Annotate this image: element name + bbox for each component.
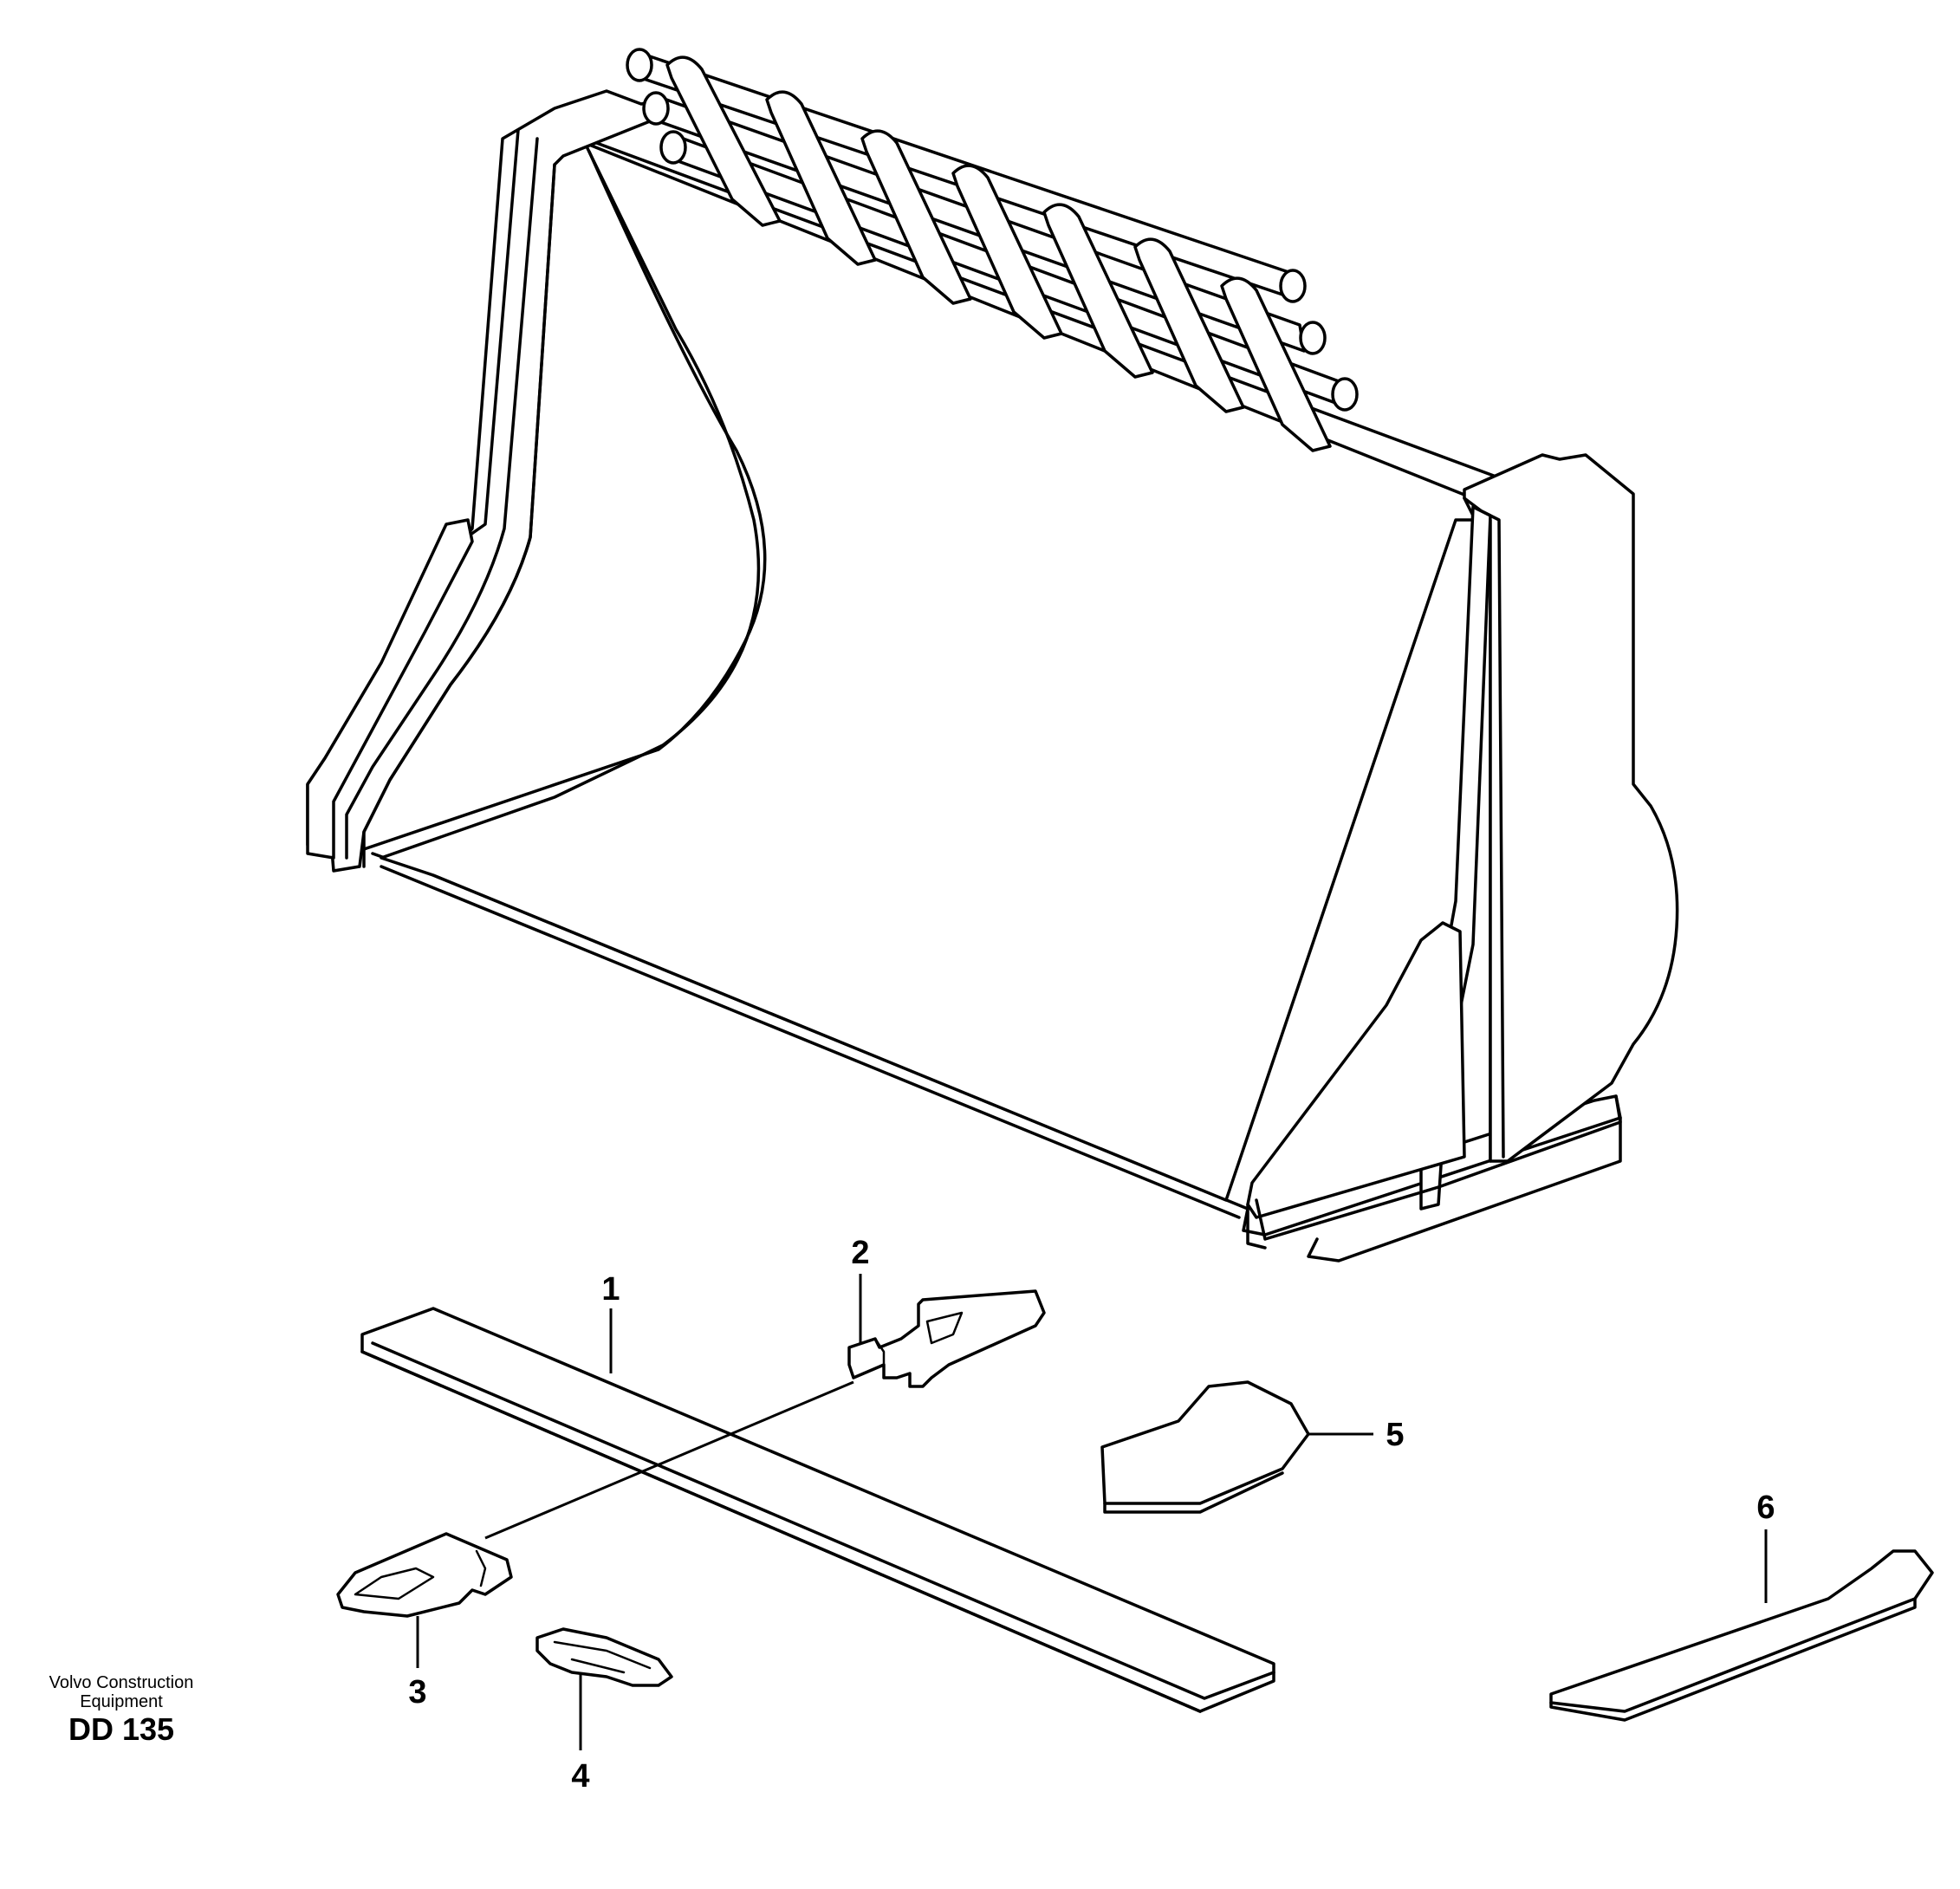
hinge-bracket xyxy=(951,164,1063,340)
part-cutting-edge xyxy=(360,1307,1275,1713)
cutting-edge-bar xyxy=(360,1307,1275,1713)
hinge-tube-end-lower xyxy=(659,130,687,165)
hinge-tube-end-upper xyxy=(626,48,653,82)
callouts: 1 2 3 4 5 6 xyxy=(408,1235,1775,1795)
callout-label-4: 4 xyxy=(571,1758,589,1795)
tooth-ridge xyxy=(475,1549,487,1587)
tooth-pocket xyxy=(354,1567,435,1600)
wear-plate-thickness xyxy=(1103,1471,1284,1514)
wear-plate-body xyxy=(1100,1380,1310,1505)
tooth-body xyxy=(336,1532,513,1618)
hinge-bracket xyxy=(860,129,972,305)
hinge-tube-cap-lower xyxy=(1331,377,1359,412)
hinge-bracket xyxy=(765,90,877,266)
retainer-groove xyxy=(553,1640,652,1670)
part-tooth-adapter xyxy=(847,1289,1046,1388)
brand-subtitle: Equipment xyxy=(80,1692,163,1711)
callout-label-5: 5 xyxy=(1386,1417,1404,1453)
left-plate-edge-b xyxy=(345,137,539,860)
hinge-tube-cap-upper xyxy=(1279,269,1307,303)
hinge-tube-cap-middle xyxy=(1299,321,1327,355)
hinge-bracket xyxy=(1042,203,1154,379)
part-side-cutter xyxy=(1549,1549,1934,1722)
side-cutter-body xyxy=(1549,1549,1934,1713)
loader-bucket xyxy=(306,48,1679,1263)
retainer-body xyxy=(535,1627,673,1687)
left-plate-edge-c xyxy=(362,163,556,868)
callout-label-6: 6 xyxy=(1756,1490,1775,1526)
bucket-inner-curve xyxy=(362,150,767,851)
cutting-edge-bevel xyxy=(371,1341,1275,1700)
left-wear-strip xyxy=(306,518,474,860)
hinge-bracket xyxy=(665,55,782,227)
cutting-edge-lower-line xyxy=(360,1350,1202,1713)
part-tooth xyxy=(336,1532,513,1618)
retainer-lower-groove xyxy=(570,1658,626,1674)
callout-label-2: 2 xyxy=(851,1235,869,1271)
part-retainer xyxy=(535,1627,673,1687)
adapter-body xyxy=(847,1289,1046,1388)
assembly-line-2-3 xyxy=(484,1380,854,1540)
callout-label-1: 1 xyxy=(601,1271,620,1308)
hinge-tube-end-middle xyxy=(642,91,670,126)
brand-block: Volvo Construction Equipment DD 135 xyxy=(49,1673,194,1747)
side-cutter-thickness xyxy=(1549,1597,1917,1722)
diagram-code: DD 135 xyxy=(68,1711,174,1747)
adapter-nose xyxy=(847,1337,886,1379)
bucket-right-side-plate xyxy=(1463,453,1679,1163)
right-base-edge xyxy=(1255,1094,1622,1241)
hinge-brackets xyxy=(665,55,1332,452)
hinge-bracket xyxy=(1133,237,1245,413)
brand-name: Volvo Construction xyxy=(49,1673,194,1692)
bucket-floor-edge xyxy=(380,865,1241,1219)
part-wear-plate xyxy=(1100,1380,1310,1514)
adapter-slot xyxy=(925,1311,964,1345)
callout-label-3: 3 xyxy=(408,1674,426,1710)
hinge-bracket xyxy=(1220,276,1332,452)
right-base-lip xyxy=(1307,1116,1622,1263)
right-base-corner xyxy=(1246,1203,1267,1250)
